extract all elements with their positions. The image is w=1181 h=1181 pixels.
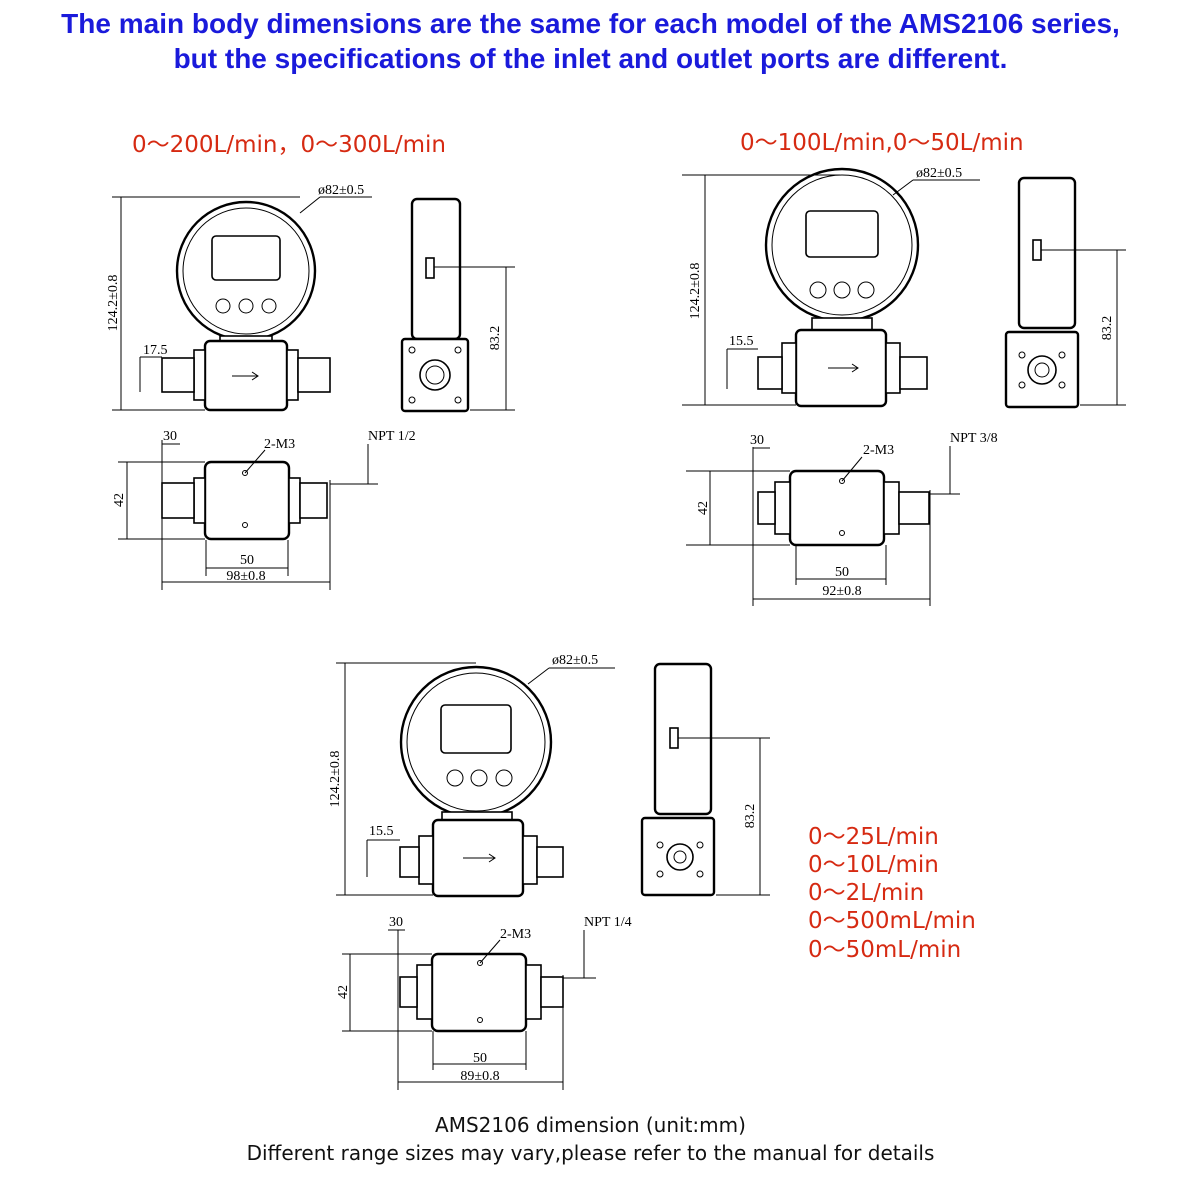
model-3-top-view <box>342 929 596 1090</box>
model-3-diameter: ø82±0.5 <box>552 653 598 668</box>
range-label-model-3d: 0～500mL/min <box>808 908 976 934</box>
model-2-side-height: 83.2 <box>1100 316 1115 341</box>
footer-caption: AMS2106 dimension (unit:mm) <box>435 1113 746 1137</box>
model-3-width: 42 <box>336 985 351 999</box>
model-1-hole-span: 50 <box>240 553 254 568</box>
model-2-edge: 30 <box>750 433 764 448</box>
range-label-model-1: 0～200L/min，0～300L/min <box>132 132 446 158</box>
model-3-port-offset: 15.5 <box>369 824 394 839</box>
model-2-top-view <box>686 446 960 606</box>
model-2-width: 42 <box>696 501 711 515</box>
model-1-port-offset: 17.5 <box>143 343 168 358</box>
model-1-thread: NPT 1/2 <box>368 429 416 444</box>
model-2-front-view <box>757 167 928 408</box>
footer-note: Different range sizes may vary,please re… <box>246 1141 935 1165</box>
model-1-front-view <box>161 200 331 412</box>
model-3-holes: 2-M3 <box>500 927 531 942</box>
model-1-dimension-lines <box>112 196 372 411</box>
heading-line-2: but the specifications of the inlet and … <box>173 43 1008 74</box>
model-2-side-view <box>1004 176 1126 409</box>
model-1-top-view <box>118 440 378 590</box>
range-label-model-2: 0～100L/min,0～50L/min <box>740 130 1024 156</box>
range-label-model-3e: 0～50mL/min <box>808 937 962 963</box>
model-2-holes: 2-M3 <box>863 443 894 458</box>
model-3-side-view <box>640 662 770 897</box>
model-3-thread: NPT 1/4 <box>584 915 632 930</box>
model-2-height: 124.2±0.8 <box>688 263 703 320</box>
range-label-model-3b: 0～10L/min <box>808 852 939 878</box>
model-2-port-offset: 15.5 <box>729 334 754 349</box>
model-1-width: 42 <box>112 493 127 507</box>
model-3-side-height: 83.2 <box>743 804 758 829</box>
model-1-side-height: 83.2 <box>488 326 503 351</box>
model-3-height: 124.2±0.8 <box>328 751 343 808</box>
model-1-diameter: ø82±0.5 <box>318 183 364 198</box>
range-label-model-3c: 0～2L/min <box>808 880 925 906</box>
model-1-height: 124.2±0.8 <box>106 275 121 332</box>
model-3-edge: 30 <box>389 915 403 930</box>
model-1-edge: 30 <box>163 429 177 444</box>
range-label-model-3a: 0～25L/min <box>808 824 939 850</box>
model-2-length: 92±0.8 <box>822 584 861 599</box>
model-2-hole-span: 50 <box>835 565 849 580</box>
model-2-thread: NPT 3/8 <box>950 431 998 446</box>
model-1-holes: 2-M3 <box>264 437 295 452</box>
model-2-diameter: ø82±0.5 <box>916 166 962 181</box>
model-3-length: 89±0.8 <box>460 1069 499 1084</box>
model-3-front-view <box>399 665 564 898</box>
model-1-side-view <box>400 197 515 413</box>
model-3-dimension-lines <box>336 662 615 896</box>
heading-line-1: The main body dimensions are the same fo… <box>61 8 1120 39</box>
model-3-hole-span: 50 <box>473 1051 487 1066</box>
model-2-dimension-lines <box>682 174 980 406</box>
model-1-length: 98±0.8 <box>226 569 265 584</box>
